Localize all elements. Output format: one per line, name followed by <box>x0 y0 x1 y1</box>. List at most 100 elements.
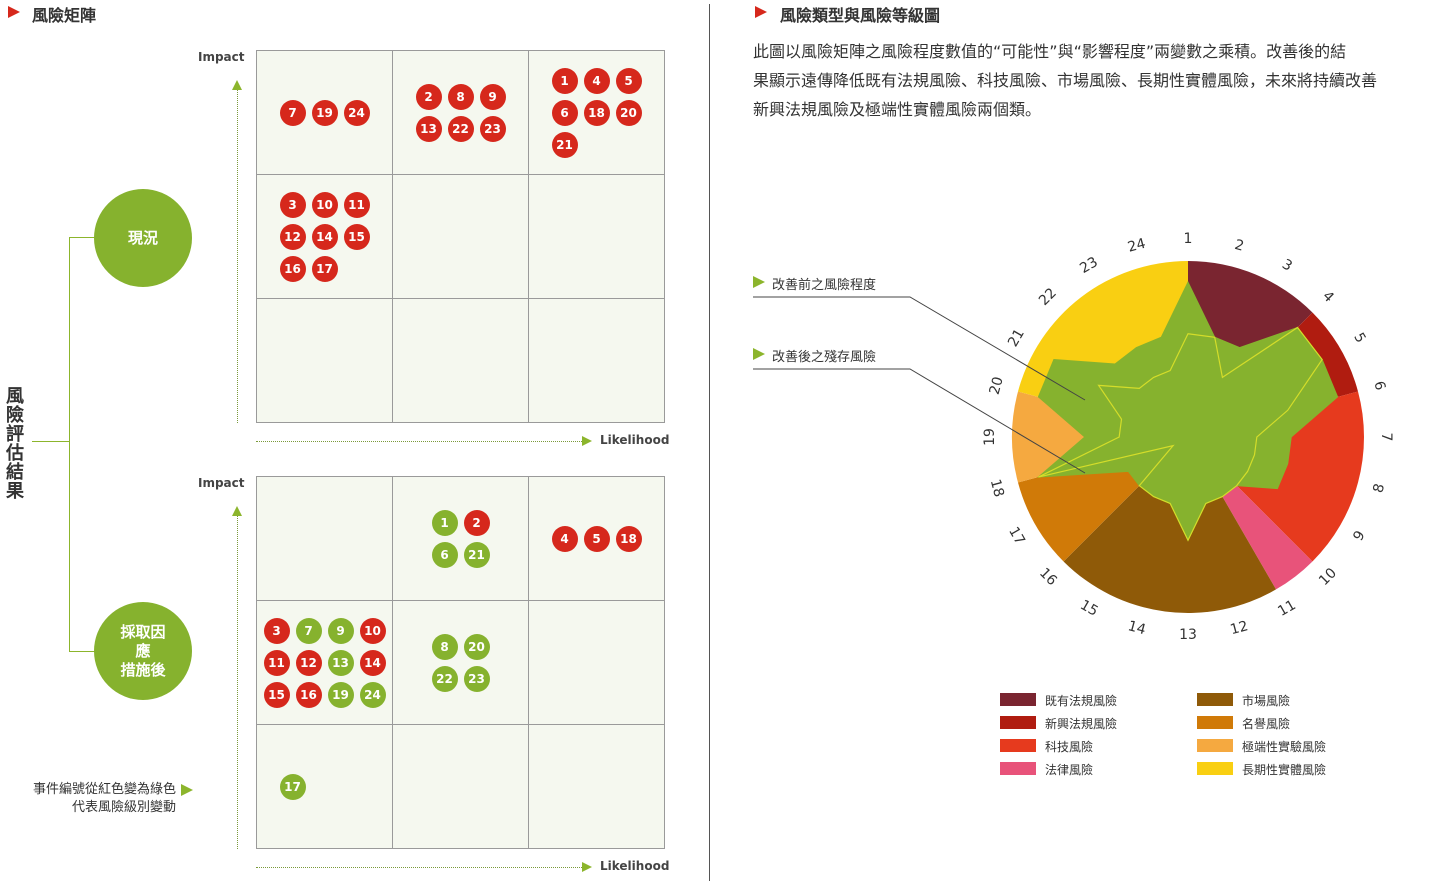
matrix-cell <box>529 299 665 423</box>
matrix-cell <box>393 175 529 299</box>
angle-tick-label: 15 <box>1077 597 1100 620</box>
event-marker: 23 <box>479 115 506 142</box>
section-marker-icon <box>8 6 20 18</box>
legend-label: 法律風險 <box>1045 763 1094 777</box>
risk-assessment-vertical-text: 風險評估結果 <box>6 386 24 502</box>
event-marker: 24 <box>343 99 370 126</box>
angle-tick-label: 21 <box>1005 326 1028 349</box>
legend-swatch <box>1197 762 1233 775</box>
legend-swatch <box>1197 716 1233 729</box>
annotation-before-icon <box>753 276 765 288</box>
angle-tick-label: 24 <box>1126 236 1147 256</box>
connector-bottom <box>69 651 95 652</box>
impact-axis-arrow-2 <box>232 506 242 516</box>
description-line-1: 此圖以風險矩陣之風險程度數值的“可能性”與“影響程度”兩變數之乘積。改善後的結 <box>753 42 1347 61</box>
event-marker: 7 <box>279 99 306 126</box>
event-marker: 18 <box>583 99 610 126</box>
event-marker: 22 <box>431 665 458 692</box>
event-marker: 2 <box>463 509 490 536</box>
angle-tick-label: 13 <box>1179 627 1197 643</box>
angle-tick-label: 12 <box>1229 618 1250 638</box>
risk-matrix-title: 風險矩陣 <box>32 6 97 25</box>
legend-label: 名譽風險 <box>1242 717 1291 731</box>
section-marker-icon-right <box>755 6 767 18</box>
legend-label: 科技風險 <box>1045 740 1094 754</box>
angle-tick-label: 9 <box>1350 528 1368 544</box>
event-marker: 10 <box>311 191 338 218</box>
event-marker: 6 <box>431 541 458 568</box>
description-line-2: 果顯示遠傳降低既有法規風險、科技風險、市場風險、長期性實體風險，未來將持續改善 <box>753 71 1378 90</box>
event-marker: 14 <box>359 649 386 676</box>
annotation-after-leader <box>753 368 1086 474</box>
event-marker: 21 <box>463 541 490 568</box>
event-marker: 1 <box>431 509 458 536</box>
legend-label: 極端性實驗風險 <box>1242 740 1327 754</box>
event-marker: 23 <box>463 665 490 692</box>
event-marker: 13 <box>415 115 442 142</box>
legend-swatch <box>1000 762 1036 775</box>
legend-label: 新興法規風險 <box>1045 717 1118 731</box>
angle-tick-label: 5 <box>1350 330 1368 346</box>
legend-swatch <box>1197 693 1233 706</box>
annotation-before-label: 改善前之風險程度 <box>772 278 877 293</box>
event-marker: 20 <box>463 633 490 660</box>
likelihood-axis-line-1 <box>256 441 582 442</box>
event-group: 17 <box>279 773 376 806</box>
angle-tick-label: 19 <box>982 428 998 446</box>
category-sector <box>1063 437 1276 613</box>
angle-tick-label: 22 <box>1036 285 1060 309</box>
event-marker: 6 <box>551 99 578 126</box>
event-marker: 5 <box>583 525 610 552</box>
annotation-after-icon <box>753 348 765 360</box>
event-marker: 13 <box>327 649 354 676</box>
likelihood-axis-arrow-2 <box>582 862 592 872</box>
risk-assessment-vertical-title: 風險評估結果 <box>5 387 25 501</box>
likelihood-axis-line-2 <box>256 867 582 868</box>
angle-tick-label: 10 <box>1316 565 1340 589</box>
event-marker: 8 <box>447 83 474 110</box>
angle-tick-label: 23 <box>1077 254 1100 277</box>
matrix-cell <box>529 601 665 725</box>
event-marker: 9 <box>327 617 354 644</box>
impact-axis-arrow-1 <box>232 80 242 90</box>
impact-axis-line-2 <box>237 516 238 849</box>
event-marker: 8 <box>431 633 458 660</box>
event-marker: 17 <box>311 255 338 282</box>
event-marker: 11 <box>343 191 370 218</box>
risk-type-title: 風險類型與風險等級圖 <box>780 6 941 25</box>
event-marker: 19 <box>311 99 338 126</box>
event-marker: 3 <box>279 191 306 218</box>
likelihood-axis-label-2: Likelihood <box>600 859 670 873</box>
angle-tick-label: 3 <box>1279 256 1295 274</box>
event-marker: 4 <box>583 67 610 94</box>
legend-swatch <box>1197 739 1233 752</box>
angle-tick-label: 18 <box>987 478 1007 499</box>
angle-tick-label: 11 <box>1275 597 1298 620</box>
angle-tick-label: 14 <box>1126 618 1147 638</box>
after-measures-line-1: 採取因 <box>120 622 166 641</box>
matrix-cell <box>257 477 393 601</box>
matrix-cell <box>257 299 393 423</box>
series-after-polygon <box>1038 326 1323 542</box>
event-marker: 21 <box>551 131 578 158</box>
angle-tick-label: 4 <box>1319 288 1337 306</box>
angle-tick-label: 7 <box>1378 433 1394 442</box>
legend-swatch <box>1000 716 1036 729</box>
legend-swatch <box>1000 693 1036 706</box>
event-marker: 19 <box>327 681 354 708</box>
matrix-cell <box>393 725 529 849</box>
event-marker: 22 <box>447 115 474 142</box>
legend-label: 既有法規風險 <box>1045 694 1118 708</box>
